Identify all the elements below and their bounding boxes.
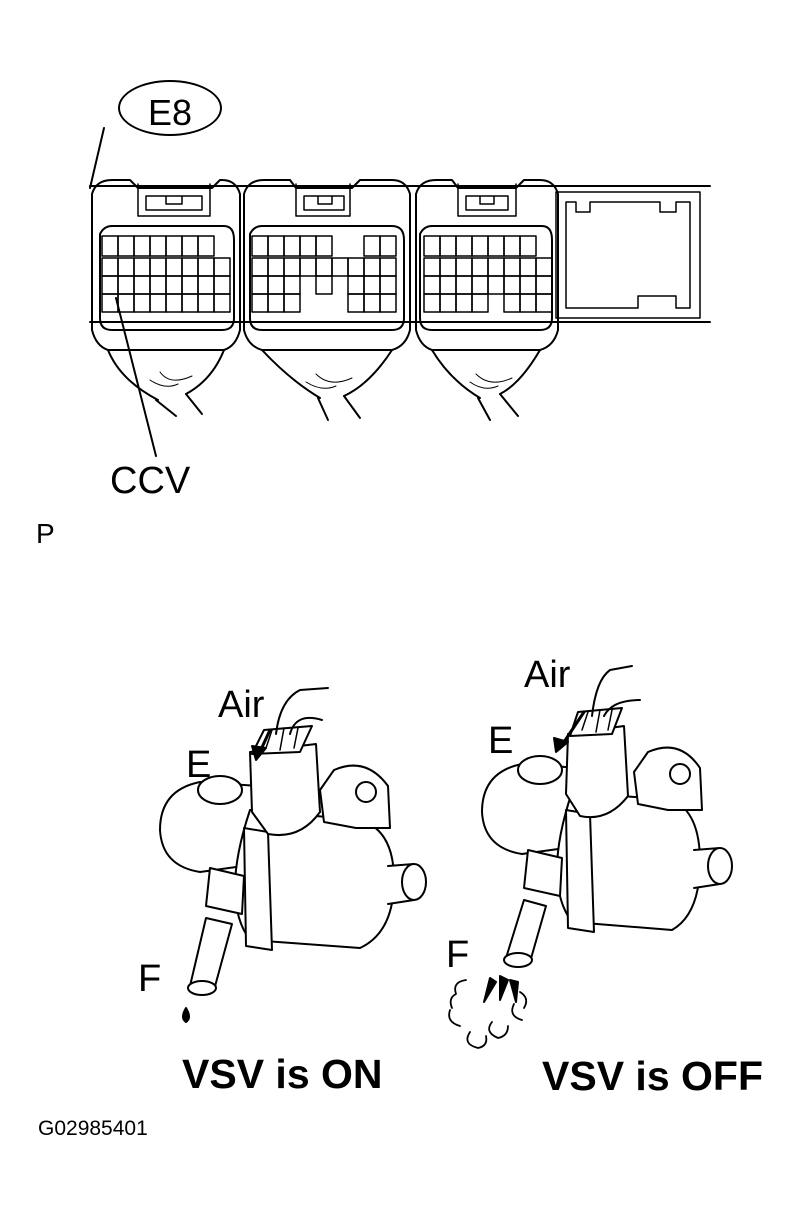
port-f-label-on: F bbox=[138, 958, 162, 1000]
port-e-label-off: E bbox=[488, 720, 514, 762]
vsv-on-label: VSV is ON bbox=[182, 1051, 383, 1097]
connector-block-1 bbox=[91, 179, 241, 417]
ccv-leader-line bbox=[115, 297, 157, 457]
blank-connector-plate bbox=[555, 191, 701, 319]
vsv-off-illustration bbox=[448, 665, 733, 1049]
terminal-cavity bbox=[379, 235, 397, 257]
terminal-cavity bbox=[535, 293, 553, 313]
terminal-grid bbox=[101, 235, 553, 313]
port-f-label-off: F bbox=[446, 934, 470, 976]
vsv-on-illustration bbox=[159, 687, 427, 1023]
ecu-connector-illustration bbox=[89, 127, 711, 457]
figure-code: G02985401 bbox=[38, 1117, 148, 1140]
air-label-off: Air bbox=[524, 654, 571, 696]
terminal-cavity bbox=[519, 235, 537, 257]
callout-leader-line bbox=[89, 127, 105, 189]
terminal-label-ccv: CCV bbox=[110, 460, 191, 502]
terminal-cavity bbox=[283, 293, 301, 313]
terminal-cavity bbox=[197, 235, 215, 257]
section-mark: P bbox=[36, 518, 55, 549]
air-label-on: Air bbox=[218, 684, 265, 726]
terminal-cavity bbox=[213, 293, 231, 313]
connector-callout: E8 bbox=[118, 80, 222, 136]
port-e-label-on: E bbox=[186, 744, 212, 786]
terminal-cavity bbox=[379, 293, 397, 313]
terminal-cavity bbox=[315, 275, 333, 295]
terminal-cavity bbox=[315, 235, 333, 257]
terminal-cavity bbox=[471, 293, 489, 313]
connector-block-3 bbox=[415, 179, 559, 421]
connector-block-2 bbox=[243, 179, 411, 421]
connector-callout-text: E8 bbox=[147, 92, 193, 133]
vsv-off-label: VSV is OFF bbox=[542, 1053, 763, 1099]
